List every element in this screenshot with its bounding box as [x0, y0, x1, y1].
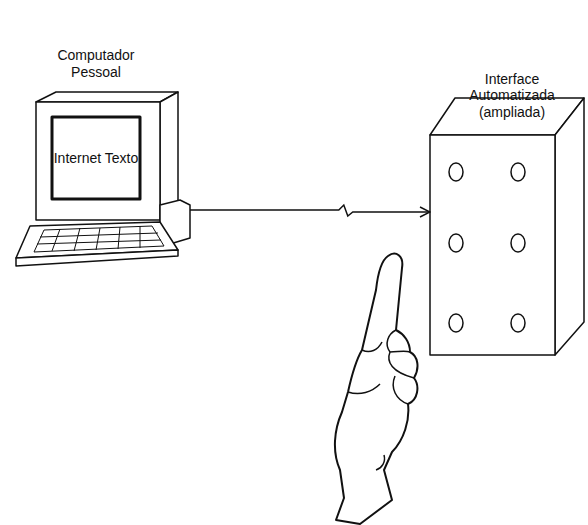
monitor-top	[36, 92, 178, 102]
node-heading: Interface Automatizada (ampliada)	[450, 71, 574, 121]
screen-text: Internet Texto	[52, 117, 140, 199]
pointing-hand	[335, 254, 418, 524]
interface-button	[511, 163, 525, 181]
interface-button	[511, 234, 525, 252]
keyboard-key-lines	[37, 226, 161, 251]
monitor-screen	[52, 117, 140, 199]
automated-interface: Interface Automatizada (ampliada)	[430, 135, 555, 355]
hand-fingers	[348, 330, 414, 470]
keyboard-edge	[16, 250, 178, 266]
personal-computer: Computador PessoalInternet Texto	[18, 95, 190, 270]
interface-button	[449, 314, 463, 332]
interface-side	[555, 98, 584, 355]
node-heading: Computador Pessoal	[41, 47, 151, 81]
interface-button	[449, 234, 463, 252]
interface-button	[449, 163, 463, 181]
interface-button	[511, 314, 525, 332]
interface-front	[430, 135, 555, 355]
keyboard-keys	[34, 226, 164, 252]
monitor-front	[36, 102, 160, 220]
signal-connector	[190, 205, 430, 216]
